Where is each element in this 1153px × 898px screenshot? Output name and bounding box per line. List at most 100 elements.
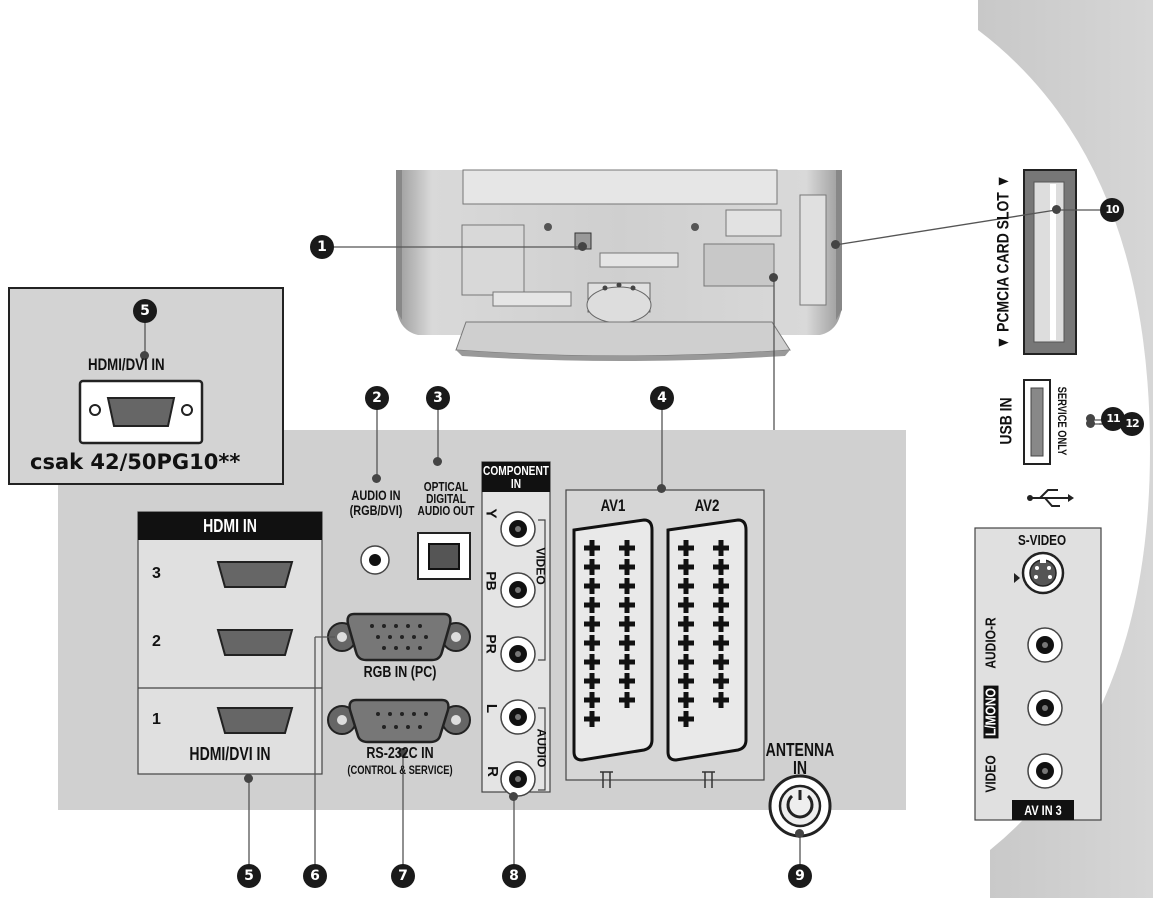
hdmi-port-shapes bbox=[216, 561, 294, 734]
scart-av2-label: AV2 bbox=[694, 496, 720, 515]
hdmi-dvi-label: HDMI/DVI IN bbox=[189, 744, 271, 764]
pcmcia-slot-label: ▼ PCMCIA CARD SLOT ▼ bbox=[993, 174, 1013, 350]
hdmi-panel-header: HDMI IN bbox=[203, 516, 257, 536]
scart-av1 bbox=[572, 518, 654, 762]
connector-dot bbox=[1086, 414, 1095, 423]
rgb-dsub bbox=[327, 612, 471, 662]
optical-label-1: OPTICAL bbox=[423, 479, 469, 494]
component-pr-label: PR bbox=[483, 634, 500, 654]
scart-pin bbox=[589, 578, 595, 594]
scart-pin bbox=[589, 559, 595, 575]
callout-10-badge: 10 bbox=[1100, 198, 1124, 222]
callout-7-badge: 7 bbox=[391, 864, 415, 888]
scart-pin bbox=[589, 635, 595, 651]
scart-pin bbox=[624, 635, 630, 651]
callout-4-badge: 4 bbox=[650, 386, 674, 410]
component-video-label: VIDEO bbox=[533, 547, 548, 585]
callout-3-badge: 3 bbox=[426, 386, 450, 410]
connector-dot bbox=[433, 457, 442, 466]
scart-pin bbox=[589, 616, 595, 632]
audio-in-sub-label: (RGB/DVI) bbox=[349, 502, 403, 518]
scart-pin bbox=[718, 616, 724, 632]
optical-label-3: AUDIO OUT bbox=[417, 503, 475, 518]
component-audio-label: AUDIO bbox=[534, 728, 549, 768]
component-r-label: R bbox=[483, 766, 501, 777]
scart-pin bbox=[624, 540, 630, 556]
av3-jacks bbox=[1027, 627, 1063, 789]
tv-back-illustration bbox=[396, 169, 842, 361]
connector-dot bbox=[1086, 419, 1095, 428]
scart-pin bbox=[718, 654, 724, 670]
scart-pin bbox=[683, 654, 689, 670]
audio-in-label: AUDIO IN bbox=[351, 487, 401, 503]
connector-dot bbox=[140, 351, 149, 360]
scart-pin bbox=[683, 540, 689, 556]
scart-av2 bbox=[666, 518, 748, 762]
scart-pin bbox=[718, 559, 724, 575]
leader-lines bbox=[144, 209, 1130, 868]
av-in-3-label: AV IN 3 bbox=[1024, 802, 1062, 818]
usb-in-label: USB IN bbox=[996, 397, 1016, 445]
component-jacks bbox=[500, 511, 536, 797]
component-l-label: L bbox=[483, 703, 501, 714]
connector-dot bbox=[657, 484, 666, 493]
audio-r-label: AUDIO-R bbox=[982, 617, 1000, 669]
scart-pin bbox=[624, 692, 630, 708]
scart-pin bbox=[718, 597, 724, 613]
scart-pin bbox=[683, 635, 689, 651]
scart-pin bbox=[718, 692, 724, 708]
callout-12-badge: 12 bbox=[1120, 412, 1144, 436]
l-mono-label: L/MONO bbox=[983, 685, 1000, 739]
connector-dot bbox=[244, 774, 253, 783]
scart-pin bbox=[589, 673, 595, 689]
scart-pin bbox=[624, 616, 630, 632]
inset-model-note: csak 42/50PG10** bbox=[30, 450, 241, 474]
scart-pin bbox=[624, 597, 630, 613]
scart-pin bbox=[624, 654, 630, 670]
callout-6-badge: 6 bbox=[303, 864, 327, 888]
connector-dot bbox=[398, 748, 407, 757]
component-header: COMPONENT bbox=[483, 463, 549, 478]
callout-9-badge: 9 bbox=[788, 864, 812, 888]
scart-pin bbox=[718, 673, 724, 689]
callout-5-badge-inset: 5 bbox=[133, 299, 157, 323]
video-label: VIDEO bbox=[982, 755, 1000, 793]
scart-pin bbox=[718, 540, 724, 556]
callout-1-badge: 1 bbox=[310, 235, 334, 259]
scart-pin bbox=[589, 540, 595, 556]
connector-dot bbox=[831, 240, 840, 249]
scart-av1-label: AV1 bbox=[600, 496, 626, 515]
s-video-label: S-VIDEO bbox=[1017, 532, 1067, 549]
scart-pin bbox=[589, 597, 595, 613]
rgb-in-label: RGB IN (PC) bbox=[363, 664, 437, 681]
scart-pin bbox=[683, 559, 689, 575]
scart-pin bbox=[718, 635, 724, 651]
callout-5-badge: 5 bbox=[237, 864, 261, 888]
scart-pin bbox=[624, 578, 630, 594]
component-pb-label: PB bbox=[483, 571, 500, 591]
rs232-sub-label: (CONTROL & SERVICE) bbox=[347, 763, 453, 777]
scart-pin bbox=[718, 578, 724, 594]
component-y-label: Y bbox=[482, 508, 500, 519]
antenna-label: ANTENNA bbox=[765, 740, 835, 760]
connector-dot bbox=[578, 242, 587, 251]
hdmi-port-number-2: 2 bbox=[152, 633, 161, 650]
scart-pin bbox=[683, 711, 689, 727]
connector-dot bbox=[769, 273, 778, 282]
optical-label-2: DIGITAL bbox=[426, 491, 466, 506]
connector-dot bbox=[509, 792, 518, 801]
connector-dot bbox=[1052, 205, 1061, 214]
scart-pin bbox=[683, 597, 689, 613]
scart-pin bbox=[683, 616, 689, 632]
scart-pin bbox=[683, 692, 689, 708]
hdmi-port-number-3: 3 bbox=[152, 565, 161, 582]
hdmi-port-number-1: 1 bbox=[152, 711, 161, 728]
connector-dot bbox=[795, 829, 804, 838]
callout-2-badge: 2 bbox=[365, 386, 389, 410]
scart-pin bbox=[589, 654, 595, 670]
connector-dot bbox=[372, 474, 381, 483]
component-header-in: IN bbox=[510, 476, 522, 491]
service-only-label: SERVICE ONLY bbox=[1055, 386, 1069, 456]
